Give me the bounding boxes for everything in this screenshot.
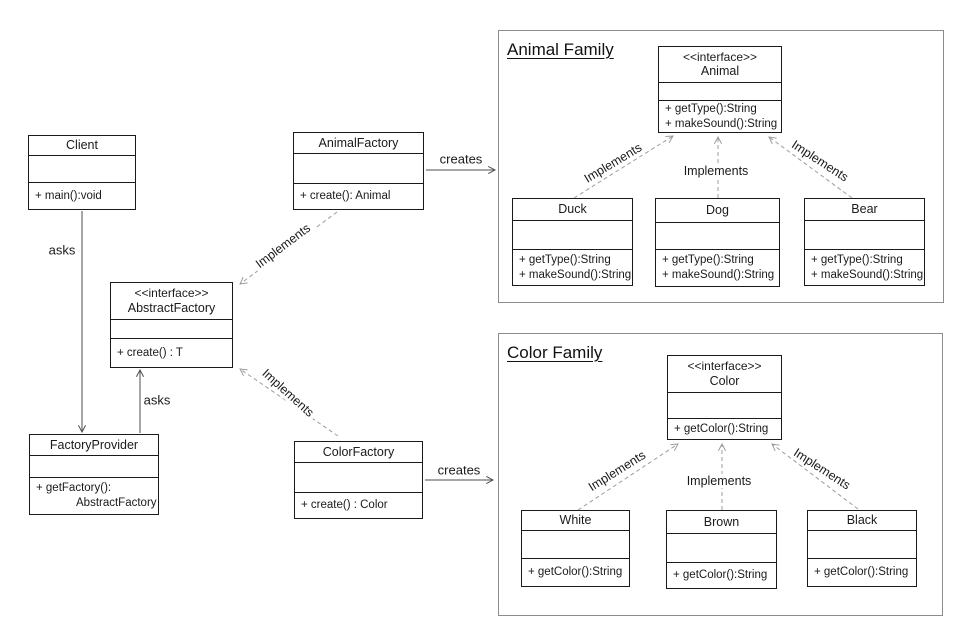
method-label: AbstractFactory — [76, 497, 157, 509]
edge-label-implements: Implements — [257, 364, 319, 422]
class-client: Client + main():void — [28, 135, 136, 210]
class-brown-methods: + getColor():String — [667, 563, 776, 588]
class-name: Brown — [703, 514, 740, 529]
class-bear-methods: + getType():String + makeSound():String — [805, 250, 924, 285]
method-label: + getType():String — [519, 253, 611, 266]
class-white-attributes — [522, 531, 629, 559]
class-name: Animal — [700, 64, 740, 79]
class-animal-factory-attributes — [294, 154, 423, 184]
class-abstract-factory-attributes — [111, 320, 232, 339]
class-dog-header: Dog — [656, 199, 779, 223]
edge-label-implements: Implements — [250, 219, 316, 273]
class-animal-attributes — [659, 83, 781, 101]
edge-label-asks: asks — [140, 392, 174, 408]
class-white-header: White — [522, 511, 629, 531]
class-client-header: Client — [29, 136, 135, 156]
edge-label-implements: Implements — [680, 164, 752, 178]
animal-family-title: Animal Family — [507, 40, 614, 59]
class-name: Black — [846, 513, 878, 527]
class-name: Dog — [706, 203, 729, 217]
stereotype-label: <<interface>> — [682, 49, 758, 64]
class-animal-factory-header: AnimalFactory — [294, 133, 423, 154]
edge-label-implements: Implements — [683, 474, 755, 488]
class-factory-provider: FactoryProvider + getFactory(): Abstract… — [29, 434, 159, 515]
class-abstract-factory-header: <<interface>> AbstractFactory — [111, 283, 232, 320]
class-brown: Brown + getColor():String — [666, 510, 777, 589]
class-white: White + getColor():String — [521, 510, 630, 587]
class-name: AnimalFactory — [318, 135, 399, 150]
method-label: + makeSound():String — [665, 117, 778, 130]
class-duck-methods: + getType():String + makeSound():String — [513, 250, 632, 285]
class-color-methods: + getColor():String — [668, 419, 781, 439]
class-animal-methods: + getType():String + makeSound():String — [659, 101, 781, 132]
class-color-header: <<interface>> Color — [668, 356, 781, 393]
method-label: + getColor():String — [528, 566, 623, 579]
method-label: + create() : T — [117, 346, 183, 359]
class-bear-header: Bear — [805, 199, 924, 221]
edge-label-asks: asks — [45, 242, 79, 258]
method-label: + create() : Color — [301, 499, 388, 512]
class-factory-provider-methods: + getFactory(): AbstractFactory — [30, 478, 158, 514]
class-name: White — [559, 513, 592, 527]
class-duck-header: Duck — [513, 199, 632, 221]
stereotype-label: <<interface>> — [134, 286, 209, 301]
class-color-factory-header: ColorFactory — [295, 442, 422, 463]
class-name: ColorFactory — [322, 444, 395, 459]
method-label: + getColor():String — [814, 566, 909, 579]
edge-label-creates: creates — [436, 151, 486, 167]
stereotype-label: <<interface>> — [687, 359, 762, 374]
class-factory-provider-attributes — [30, 456, 158, 478]
method-label: + getType():String — [811, 253, 903, 266]
class-black: Black + getColor():String — [807, 510, 917, 587]
method-label: + makeSound():String — [662, 269, 775, 281]
class-brown-attributes — [667, 534, 776, 563]
class-black-header: Black — [808, 511, 916, 531]
class-duck-attributes — [513, 221, 632, 250]
class-dog: Dog + getType():String + makeSound():Str… — [655, 198, 780, 287]
class-animal-header: <<interface>> Animal — [659, 47, 781, 83]
method-label: + getType():String — [665, 103, 757, 115]
class-name: Client — [66, 138, 98, 152]
class-brown-header: Brown — [667, 511, 776, 534]
class-bear-attributes — [805, 221, 924, 250]
method-label: + main():void — [35, 189, 102, 202]
class-color-attributes — [668, 393, 781, 419]
class-name: Duck — [558, 202, 587, 216]
class-white-methods: + getColor():String — [522, 559, 629, 586]
class-name: Bear — [851, 202, 878, 216]
class-black-methods: + getColor():String — [808, 559, 916, 586]
method-label: + makeSound():String — [519, 268, 632, 281]
class-duck: Duck + getType():String + makeSound():St… — [512, 198, 633, 286]
class-color-factory-methods: + create() : Color — [295, 493, 422, 518]
class-color-factory: ColorFactory + create() : Color — [294, 441, 423, 519]
class-color-interface: <<interface>> Color + getColor():String — [667, 355, 782, 440]
class-abstract-factory: <<interface>> AbstractFactory + create()… — [110, 282, 233, 368]
method-label: + getFactory(): — [36, 482, 112, 495]
edge-label-creates: creates — [434, 462, 484, 478]
class-dog-attributes — [656, 223, 779, 250]
class-abstract-factory-methods: + create() : T — [111, 339, 232, 367]
class-name: AbstractFactory — [127, 300, 216, 315]
class-client-methods: + main():void — [29, 183, 135, 209]
color-family-title: Color Family — [507, 343, 603, 362]
method-label: + getType():String — [662, 254, 754, 267]
method-label: + create(): Animal — [300, 190, 391, 203]
class-animal-factory-methods: + create(): Animal — [294, 184, 423, 209]
class-bear: Bear + getType():String + makeSound():St… — [804, 198, 925, 286]
class-name: Color — [709, 373, 740, 388]
class-client-attributes — [29, 156, 135, 183]
method-label: + getColor():String — [673, 569, 768, 582]
class-factory-provider-header: FactoryProvider — [30, 435, 158, 456]
class-animal-factory: AnimalFactory + create(): Animal — [293, 132, 424, 210]
class-color-factory-attributes — [295, 463, 422, 493]
class-black-attributes — [808, 531, 916, 559]
class-dog-methods: + getType():String + makeSound():String — [656, 250, 779, 286]
class-animal-interface: <<interface>> Animal + getType():String … — [658, 46, 782, 133]
class-name: FactoryProvider — [49, 437, 139, 452]
method-label: + makeSound():String — [811, 268, 924, 281]
method-label: + getColor():String — [674, 422, 769, 435]
